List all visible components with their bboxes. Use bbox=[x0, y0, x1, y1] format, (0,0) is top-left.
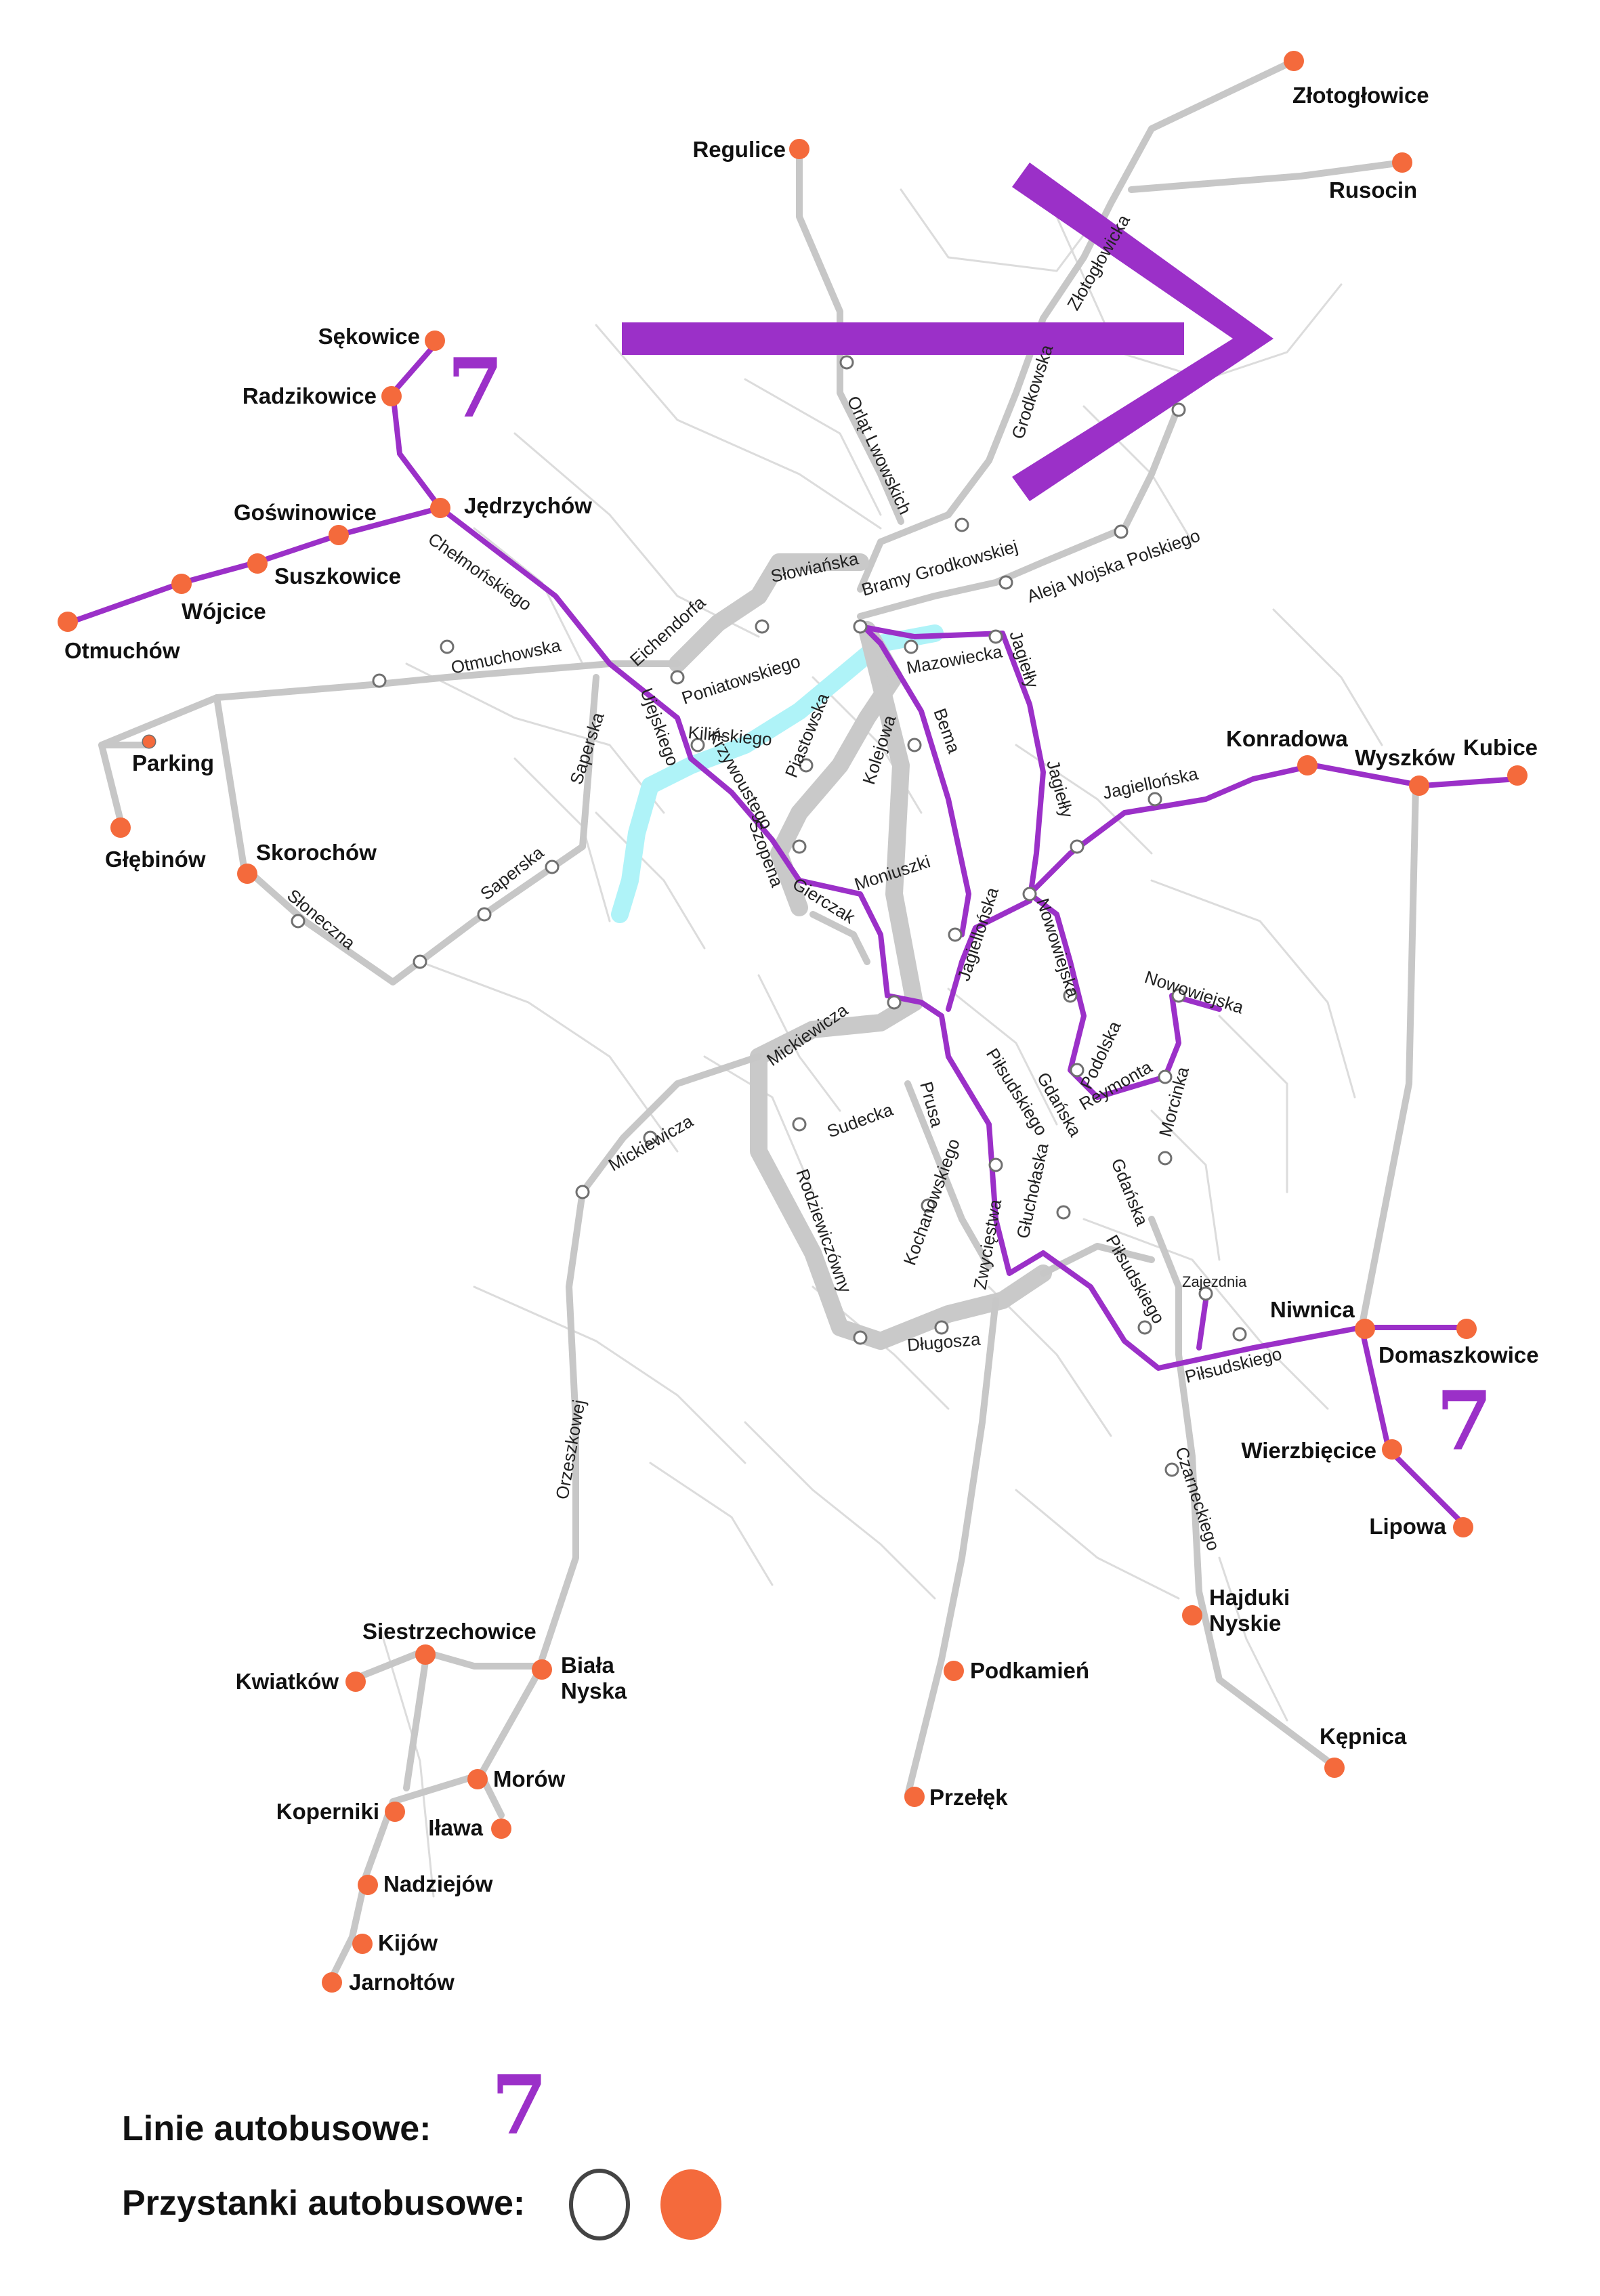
town-label: Wierzbięcice bbox=[1241, 1438, 1376, 1463]
town-stop-dot[interactable] bbox=[58, 612, 78, 632]
town-stop-dot[interactable] bbox=[491, 1819, 511, 1839]
town-label: Głębinów bbox=[105, 847, 206, 872]
legend-lines-label: Linie autobusowe: bbox=[122, 2109, 431, 2148]
street-label: Zajezdnia bbox=[1182, 1273, 1247, 1290]
town-label: Kijów bbox=[378, 1930, 438, 1955]
town-stop-dot[interactable] bbox=[944, 1661, 964, 1681]
town-label: Złotogłowice bbox=[1292, 83, 1429, 108]
town-stop-dot[interactable] bbox=[467, 1769, 488, 1789]
town-label: Domaszkowice bbox=[1378, 1342, 1539, 1367]
town-stop-dot[interactable] bbox=[345, 1672, 366, 1692]
town-label: Morów bbox=[493, 1766, 566, 1791]
street-label: Ujejskiego bbox=[636, 685, 683, 769]
town-stop-dot[interactable] bbox=[171, 574, 192, 594]
town-labels: Złotogłowice Rusocin Regulice Sękowice R… bbox=[64, 83, 1539, 1995]
street-label: Mazowiecka bbox=[905, 641, 1005, 677]
town-label: Wójcice bbox=[182, 599, 266, 624]
legend-line-7-marker: 7 bbox=[491, 2058, 548, 2153]
town-stop-dot[interactable] bbox=[1382, 1439, 1402, 1460]
town-stop-dot[interactable] bbox=[358, 1875, 378, 1895]
town-stop-dot[interactable] bbox=[1392, 152, 1412, 173]
street-label: Gdańska bbox=[1107, 1155, 1152, 1229]
street-label: Orzeszkowej bbox=[551, 1398, 589, 1501]
town-stop-dot[interactable] bbox=[789, 139, 809, 159]
town-label: Kępnica bbox=[1320, 1724, 1407, 1749]
town-label: Niwnica bbox=[1270, 1297, 1355, 1322]
town-label: Goświnowice bbox=[234, 500, 377, 525]
town-label: Regulice bbox=[692, 137, 786, 162]
town-stop-dot[interactable] bbox=[415, 1644, 436, 1665]
town-label: Wyszków bbox=[1355, 745, 1455, 770]
town-stop-dot[interactable] bbox=[352, 1934, 373, 1954]
town-label: Skorochów bbox=[256, 840, 377, 865]
town-label: Siestrzechowice bbox=[362, 1619, 536, 1644]
town-stop-dot[interactable] bbox=[247, 553, 268, 574]
town-label: Kwiatków bbox=[236, 1669, 339, 1694]
town-stop-dot[interactable] bbox=[1355, 1319, 1375, 1339]
town-label: Koperniki bbox=[276, 1799, 379, 1824]
intermediate-stops bbox=[142, 355, 1247, 1477]
town-stops bbox=[58, 51, 1528, 1993]
line-7-marker: 7 bbox=[1436, 1374, 1493, 1469]
street-label: Aleja Wojska Polskiego bbox=[1024, 525, 1203, 606]
town-label: Jarnołtów bbox=[349, 1970, 455, 1995]
town-stop-dot[interactable] bbox=[329, 525, 349, 545]
town-stop-dot[interactable] bbox=[1324, 1758, 1345, 1778]
town-stop-dot[interactable] bbox=[425, 331, 445, 351]
town-label: Parking bbox=[132, 750, 214, 775]
street-label: Bramy Grodkowskiej bbox=[859, 536, 1019, 600]
town-stop-dot[interactable] bbox=[1453, 1517, 1473, 1537]
town-label: Konradowa bbox=[1226, 726, 1348, 751]
legend-town-stop-icon bbox=[660, 2169, 721, 2240]
street-label: Orląt Lwowskich bbox=[843, 393, 916, 517]
town-stop-dot[interactable] bbox=[532, 1659, 552, 1680]
town-stop-dot[interactable] bbox=[430, 498, 450, 518]
town-stop-dot[interactable] bbox=[110, 817, 131, 838]
legend-stops-label: Przystanki autobusowe: bbox=[122, 2184, 525, 2223]
legend: Linie autobusowe: 7 Przystanki autobusow… bbox=[122, 2058, 721, 2240]
river bbox=[611, 624, 944, 923]
town-label: Nadziejów bbox=[383, 1871, 493, 1896]
town-stop-dot[interactable] bbox=[237, 864, 257, 884]
town-label: Rusocin bbox=[1329, 177, 1417, 203]
line-7-marker: 7 bbox=[447, 341, 504, 436]
street-label: Nowowiejska bbox=[1142, 966, 1246, 1018]
town-stop-dot[interactable] bbox=[1507, 765, 1528, 786]
town-stop-dot[interactable] bbox=[381, 386, 402, 406]
street-label: Eichendorfa bbox=[626, 592, 710, 671]
town-label: Kubice bbox=[1463, 735, 1538, 760]
town-stop-dot[interactable] bbox=[1284, 51, 1304, 71]
town-label: Radzikowice bbox=[243, 383, 377, 408]
street-label: Jagiełły bbox=[1043, 758, 1077, 820]
street-label: Nowowiejska bbox=[1032, 896, 1084, 1000]
town-label: Podkamień bbox=[970, 1658, 1089, 1683]
town-label: Sękowice bbox=[318, 324, 420, 349]
other-bus-routes bbox=[98, 58, 1419, 1981]
town-label: Jędrzychów bbox=[464, 493, 592, 518]
town-label: Suszkowice bbox=[274, 564, 401, 589]
town-stop-dot[interactable] bbox=[1182, 1605, 1202, 1625]
town-stop-dot[interactable] bbox=[322, 1972, 342, 1993]
legend-white-stop-icon bbox=[569, 2169, 630, 2240]
town-stop-dot[interactable] bbox=[1409, 775, 1429, 796]
town-label: Iława bbox=[428, 1815, 483, 1840]
town-stop-dot[interactable] bbox=[1297, 755, 1318, 775]
town-stop-dot[interactable] bbox=[1456, 1319, 1477, 1339]
direction-arrow-icon bbox=[622, 163, 1273, 501]
town-label: Otmuchów bbox=[64, 638, 180, 663]
street-label: Poniatowskiego bbox=[679, 651, 803, 708]
town-stop-dot[interactable] bbox=[904, 1787, 925, 1807]
street-label: Głuchołaska bbox=[1013, 1141, 1053, 1241]
town-stop-dot[interactable] bbox=[143, 736, 155, 748]
town-label: Przełęk bbox=[929, 1785, 1008, 1810]
town-stop-dot[interactable] bbox=[385, 1802, 405, 1822]
town-label: Lipowa bbox=[1369, 1514, 1446, 1539]
street-label: Saperska bbox=[566, 710, 608, 787]
